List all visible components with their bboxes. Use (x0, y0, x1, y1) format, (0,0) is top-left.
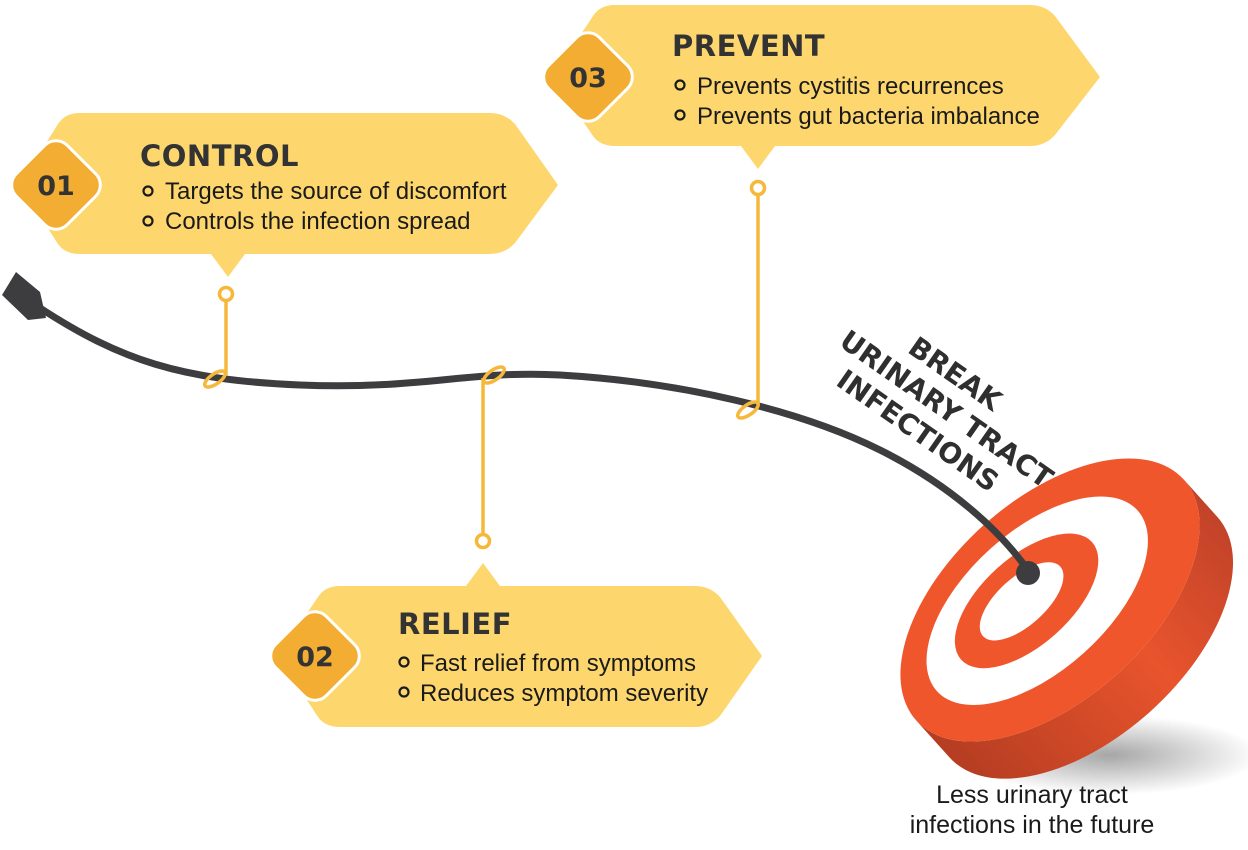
arrow-tip (1016, 561, 1040, 585)
step-number-badge (10, 139, 102, 231)
target-bullseye (979, 562, 1064, 641)
card-background (553, 5, 1100, 169)
step-item: Prevents gut bacteria imbalance (697, 103, 1040, 130)
step-item: Reduces symptom severity (420, 680, 708, 707)
target-caption: Less urinary tract (936, 781, 1128, 809)
step-item: Targets the source of discomfort (165, 178, 507, 205)
bullet-icon (142, 185, 154, 197)
card-background (278, 563, 762, 727)
bullet-icon (398, 686, 410, 698)
target-icon (900, 458, 1248, 795)
target-caption: infections in the future (910, 811, 1155, 839)
connector-control (203, 285, 235, 389)
step-item: Prevents cystitis recurrences (697, 73, 1004, 100)
arrow-fletching (2, 272, 46, 320)
connector-relief (474, 365, 506, 550)
step-card-prevent: 03 PREVENT Prevents cystitis recurrences… (542, 5, 1100, 169)
bullet-icon (674, 79, 686, 91)
step-card-control: 01 CONTROL Targets the source of discomf… (10, 113, 558, 277)
step-number: 02 (296, 642, 334, 673)
step-card-relief: 02 RELIEF Fast relief from symptoms Redu… (269, 563, 762, 727)
step-number: 01 (37, 171, 75, 202)
step-title: PREVENT (672, 29, 825, 63)
step-title: RELIEF (398, 607, 512, 641)
step-item: Fast relief from symptoms (420, 650, 696, 677)
bullet-icon (398, 656, 410, 668)
arrow-shaft (36, 304, 1034, 577)
step-number-badge (542, 31, 634, 123)
step-item: Controls the infection spread (165, 208, 471, 235)
target-side (916, 479, 1233, 779)
step-number-badge (269, 610, 361, 702)
step-title: CONTROL (140, 139, 299, 173)
arrow-icon (2, 272, 1040, 585)
bullet-icon (674, 109, 686, 121)
bullet-icon (142, 215, 154, 227)
step-number: 03 (569, 63, 607, 94)
connector-prevent (736, 179, 767, 420)
card-background (20, 113, 558, 277)
